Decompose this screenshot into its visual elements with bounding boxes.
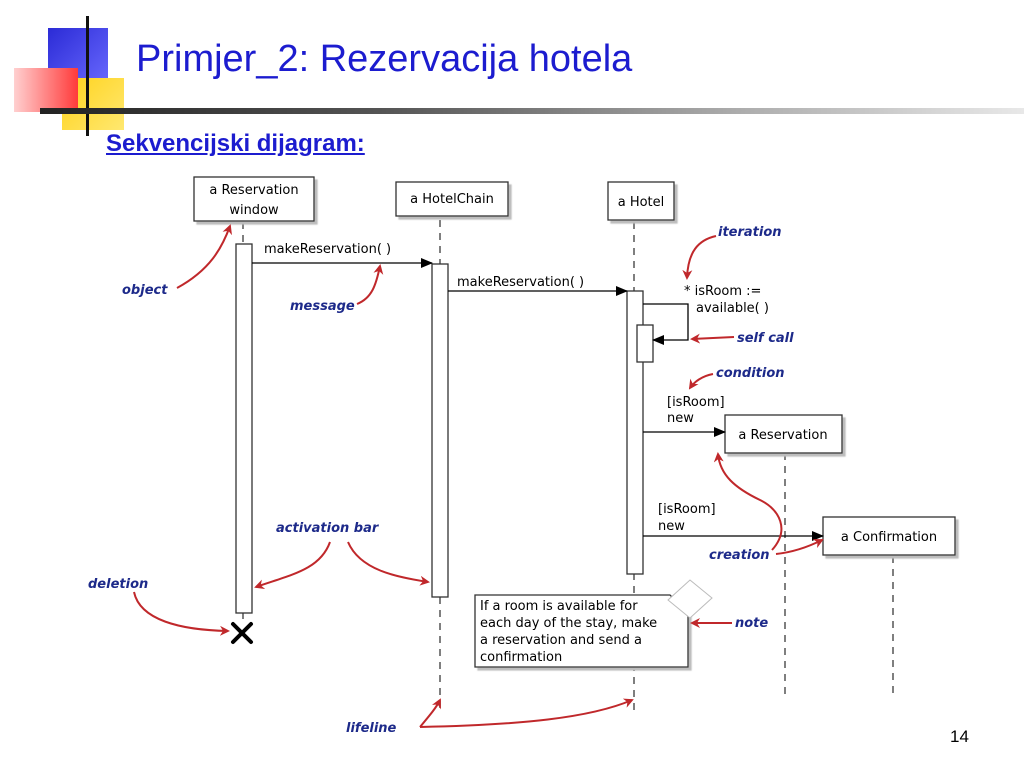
object-reservation-label: a Reservation <box>738 428 827 443</box>
deletion-x-mark <box>231 622 253 644</box>
annotation-condition: condition <box>716 366 785 381</box>
annotation-arrow-self-call <box>690 333 735 344</box>
note-line2: each day of the stay, make <box>480 616 657 631</box>
object-reservation-window-line1: a Reservation <box>209 183 298 198</box>
object-confirmation-label: a Confirmation <box>841 530 937 545</box>
message-is-room-line2: available( ) <box>696 301 769 316</box>
annotation-lifeline: lifeline <box>346 721 397 736</box>
object-confirmation: a Confirmation <box>822 516 956 556</box>
annotation-object: object <box>122 283 168 298</box>
message-new-confirmation-condition: [isRoom] <box>658 502 716 517</box>
message-arrows <box>252 258 824 541</box>
object-reservation: a Reservation <box>724 414 843 454</box>
annotation-self-call: self call <box>737 331 794 346</box>
annotation-arrows <box>133 224 824 728</box>
deco-vertical-line <box>86 16 89 136</box>
annotation-arrow-deletion <box>133 591 230 636</box>
annotation-deletion: deletion <box>88 577 148 592</box>
annotation-arrow-activation-left <box>254 541 331 590</box>
slide-title: Primjer_2: Rezervacija hotela <box>136 38 633 80</box>
page-number: 14 <box>950 727 969 746</box>
annotation-arrow-activation-right <box>347 541 430 586</box>
annotation-note: note <box>735 616 768 631</box>
note-line4: confirmation <box>480 650 562 665</box>
annotation-arrow-creation-right <box>775 539 824 555</box>
slide-subtitle: Sekvencijski dijagram: <box>106 130 365 157</box>
object-reservation-window-line2: window <box>229 203 279 218</box>
note-line3: a reservation and send a <box>480 633 642 648</box>
activation-bar-self-call <box>636 324 654 363</box>
message-is-room-line1: * isRoom := <box>684 284 761 299</box>
annotation-creation: creation <box>709 548 770 563</box>
annotation-arrow-lifeline-right <box>419 698 634 728</box>
annotation-arrow-creation-up <box>713 452 783 551</box>
annotation-arrow-message <box>356 264 384 305</box>
annotation-message: message <box>290 299 355 314</box>
object-reservation-window: a Reservation window <box>193 176 315 222</box>
object-hotel-chain-label: a HotelChain <box>410 192 494 207</box>
activation-bar-hotel-chain <box>431 263 449 598</box>
annotation-arrow-iteration <box>682 235 717 280</box>
annotation-arrow-condition <box>688 373 714 390</box>
object-hotel-chain: a HotelChain <box>395 181 509 217</box>
message-make-reservation-2-label: makeReservation( ) <box>457 275 584 290</box>
object-hotel-label: a Hotel <box>618 195 665 210</box>
message-make-reservation-1-label: makeReservation( ) <box>264 242 391 257</box>
annotation-arrow-object <box>176 224 232 289</box>
object-hotel: a Hotel <box>607 181 675 221</box>
message-new-reservation-new: new <box>667 411 694 426</box>
annotation-arrow-lifeline-left <box>419 698 441 728</box>
deco-horizontal-line <box>40 108 1024 114</box>
message-new-reservation-condition: [isRoom] <box>667 395 725 410</box>
message-self-call <box>643 303 689 345</box>
deco-red-square <box>14 68 78 112</box>
note-box: If a room is available for each day of t… <box>474 579 713 668</box>
message-new-confirmation-new: new <box>658 519 685 534</box>
activation-bar-reservation-window <box>235 243 253 614</box>
annotation-iteration: iteration <box>718 225 782 240</box>
note-line1: If a room is available for <box>480 599 638 614</box>
annotation-activation-bar: activation bar <box>276 521 380 536</box>
